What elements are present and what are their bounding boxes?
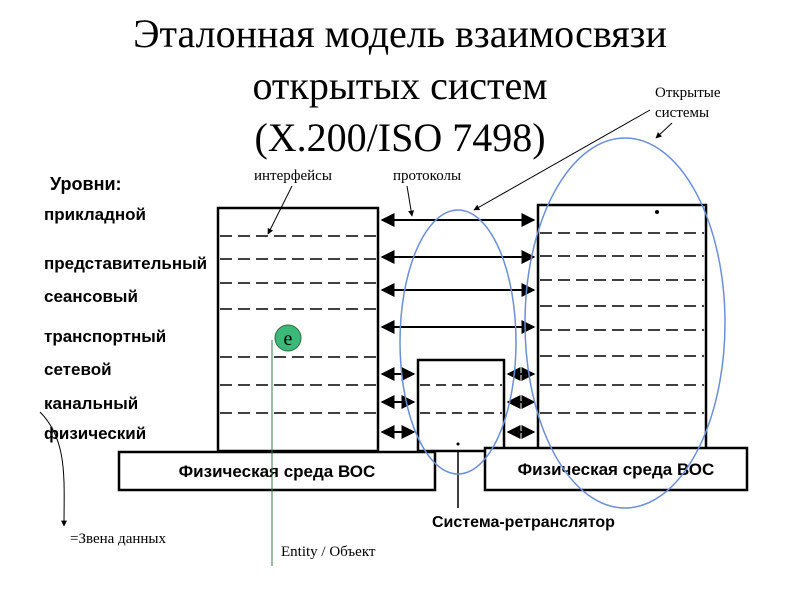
- title-line-1: Эталонная модель взаимосвязи: [133, 11, 667, 56]
- levels-heading: Уровни:: [50, 174, 122, 194]
- interfaces-label: интерфейсы: [254, 168, 332, 184]
- entity-circle: [274, 324, 302, 352]
- open-systems-label-2: системы: [655, 105, 709, 121]
- relay-system-label: Система-ретранслятор: [432, 514, 615, 531]
- right-open-system: [536, 203, 708, 453]
- level-application: прикладной: [44, 205, 146, 224]
- protocols-pointer: [406, 185, 415, 217]
- interfaces-pointer: [267, 185, 293, 235]
- title-line-3: (X.200/ISO 7498): [254, 115, 546, 160]
- diagram-title: Эталонная модель взаимосвязи открытых си…: [0, 8, 800, 164]
- physical-medium-right: Физическая среда ВОС: [483, 446, 749, 492]
- peer-protocol-arrows: [380, 213, 536, 334]
- title-line-2: открытых систем: [252, 63, 548, 108]
- level-data-link: канальный: [44, 394, 139, 413]
- entity-caption: Entity / Объект: [281, 544, 376, 560]
- open-system-ellipse: [524, 137, 726, 509]
- data-links-label: =Звена данных: [70, 531, 166, 547]
- level-presentation: представительный: [44, 254, 208, 273]
- open-systems-pointer-1: [473, 109, 651, 211]
- relay-ellipse: [399, 209, 517, 475]
- level-network: сетевой: [44, 360, 112, 379]
- data-links-pointer: [39, 411, 68, 527]
- entity-symbol: e: [284, 328, 293, 350]
- physical-medium-left: Физическая среда ВОС: [117, 450, 437, 492]
- level-session: сеансовый: [44, 287, 138, 306]
- level-physical: физический: [44, 424, 147, 443]
- physical-medium-right-label: Физическая среда ВОС: [518, 460, 715, 479]
- level-transport: транспортный: [44, 327, 167, 346]
- physical-medium-left-label: Физическая среда ВОС: [179, 462, 376, 481]
- relay-system-block: [416, 358, 506, 453]
- open-systems-pointer-2: [655, 122, 673, 139]
- relay-protocol-arrows: [380, 367, 536, 439]
- protocols-label: протоколы: [393, 168, 461, 184]
- open-systems-label-1: Открытые: [655, 85, 721, 101]
